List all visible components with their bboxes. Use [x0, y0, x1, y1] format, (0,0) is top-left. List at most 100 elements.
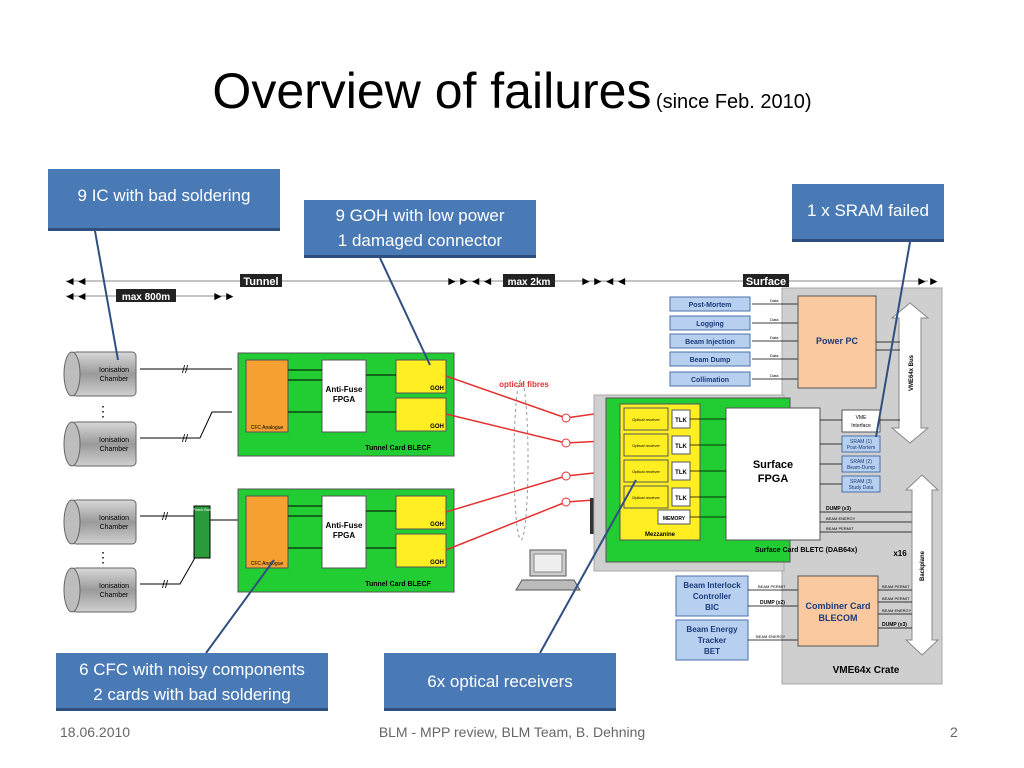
backplane-label: Backplane — [920, 550, 926, 581]
optical-receiver-3: Optical receiver — [632, 469, 660, 474]
sram3-line1: SRAM (3) — [850, 479, 872, 485]
surface-card: Optical receiver Optical receiver Optica… — [605, 397, 857, 563]
bic-line2: Controller — [693, 592, 731, 601]
distance-scale: ◄◄ ►► ◄◄ ►► ►►◄◄ ►►◄◄ Tunnel max 800m ma… — [64, 274, 940, 303]
label-max800: max 800m — [122, 292, 170, 303]
callout-pointers — [94, 230, 911, 654]
sram2-line1: SRAM (2) — [850, 459, 872, 465]
goh-2a: GOH — [430, 522, 444, 528]
beam-energy-label: BEAM ENERGY — [826, 516, 856, 521]
side-menu: Post-Mortem Logging Beam Injection Beam … — [669, 296, 798, 387]
svg-text:⋮: ⋮ — [96, 403, 110, 419]
tlk-2: TLK — [675, 444, 687, 450]
ic2-line2: Chamber — [100, 446, 129, 453]
memory-label: MEMORY — [663, 516, 686, 522]
menu-beam-dump: Beam Dump — [690, 357, 731, 364]
cfc-label-2: CFC Analogue — [251, 561, 284, 567]
ic3-line2: Chamber — [100, 524, 129, 531]
combiner-line1: Combiner Card — [805, 601, 870, 611]
tlk-4: TLK — [675, 496, 687, 502]
callout-cfc-line1: 6 CFC with noisy components — [79, 660, 305, 679]
fpga-1-line1: Anti-Fuse — [326, 385, 363, 394]
ic4-line1: Ionisation — [99, 583, 129, 590]
tlk-3: TLK — [675, 470, 687, 476]
svg-text:►►: ►► — [916, 274, 940, 288]
surface-fpga-line2: FPGA — [758, 473, 789, 485]
callout-sram-text: 1 x SRAM failed — [807, 201, 929, 220]
combiner-beam-energy: BEAM ENERGY — [882, 608, 912, 613]
tlk-1: TLK — [675, 418, 687, 424]
bic-dump-x2: DUMP (x2) — [760, 600, 785, 606]
callout-cfc: 6 CFC with noisy components 2 cards with… — [56, 653, 328, 711]
data-label-5: Data — [770, 373, 779, 378]
ionisation-chambers: Ionisation Chamber ⋮ Ionisation Chamber … — [63, 351, 238, 613]
menu-beam-injection: Beam Injection — [685, 339, 735, 346]
ic3-line1: Ionisation — [99, 515, 129, 522]
label-tunnel: Tunnel — [243, 276, 278, 288]
svg-text:◄◄: ◄◄ — [64, 274, 88, 288]
bet-line3: BET — [704, 647, 720, 656]
tunnel-card-1: CFC Analogue Anti-Fuse FPGA GOH GOH Tunn… — [237, 352, 455, 457]
slide-title: Overview of failures (since Feb. 2010) — [0, 62, 1024, 120]
callout-sram: 1 x SRAM failed — [792, 184, 944, 242]
mezzanine-label: Mezzanine — [645, 532, 676, 538]
bic-beam-permit: BEAM PERMIT — [758, 584, 786, 589]
power-pc-label: Power PC — [816, 336, 859, 346]
callout-goh-line2: 1 damaged connector — [337, 231, 503, 250]
bic-line1: Beam Interlock — [683, 581, 741, 590]
footer-page: 2 — [950, 724, 958, 740]
svg-text://: // — [162, 511, 169, 523]
tunnel-card-2: CFC Analogue Anti-Fuse FPGA GOH GOH Tunn… — [237, 488, 455, 593]
patch-box-label: Patch Box — [193, 507, 211, 512]
power-pc-box — [797, 295, 877, 389]
goh-1b: GOH — [430, 424, 444, 430]
optical-receiver-4: Optical receiver — [632, 495, 660, 500]
svg-text:►►◄◄: ►►◄◄ — [446, 274, 494, 288]
svg-text:⋮: ⋮ — [96, 549, 110, 565]
bic-bet: Beam Interlock Controller BIC Beam Energ… — [675, 575, 798, 661]
menu-post-mortem: Post-Mortem — [689, 302, 732, 309]
goh-1a: GOH — [430, 386, 444, 392]
combiner-beam-permit-2: BEAM PERMIT — [882, 596, 910, 601]
fpga-2-line2: FPGA — [333, 531, 355, 540]
label-max2km: max 2km — [508, 277, 551, 288]
ionisation-chamber-3: Ionisation Chamber — [63, 499, 137, 545]
backplane: Backplane — [904, 474, 940, 656]
footer-center: BLM - MPP review, BLM Team, B. Dehning — [378, 724, 646, 740]
menu-collimation: Collimation — [691, 377, 729, 384]
surface-fpga-line1: Surface — [753, 459, 793, 471]
svg-text:◄◄: ◄◄ — [64, 289, 88, 303]
sram2-line2: Beam-Dump — [847, 465, 875, 471]
bet-beam-energy: BEAM ENERGY — [756, 634, 786, 639]
footer-date: 18.06.2010 — [60, 724, 131, 740]
fpga-2-line1: Anti-Fuse — [326, 521, 363, 530]
bic-line3: BIC — [705, 603, 719, 612]
sram3-line2: Study Data — [849, 485, 874, 491]
surface-outputs: DUMP (x3) BEAM ENERGY BEAM PERMIT x16 — [820, 506, 916, 558]
vme-bus-label: VME64x Bus — [909, 354, 915, 391]
data-label-2: Data — [770, 317, 779, 322]
combiner-line2: BLECOM — [819, 613, 858, 623]
svg-text://: // — [182, 433, 189, 445]
data-label-4: Data — [770, 353, 779, 358]
callout-goh: 9 GOH with low power 1 damaged connector — [304, 200, 536, 258]
ionisation-chamber-2: Ionisation Chamber — [63, 421, 137, 467]
ic1-line1: Ionisation — [99, 367, 129, 374]
bet-line2: Tracker — [698, 636, 726, 645]
title-main: Overview of failures — [212, 63, 652, 119]
callout-cfc-line2: 2 cards with bad soldering — [93, 685, 291, 704]
ic1-line2: Chamber — [100, 376, 129, 383]
optical-receiver-1: Optical receiver — [632, 417, 660, 422]
optical-receiver-2: Optical receiver — [632, 443, 660, 448]
label-surface: Surface — [746, 276, 786, 288]
ionisation-chamber-1: Ionisation Chamber — [63, 351, 137, 397]
vme-crate-label: VME64x Crate — [833, 665, 900, 676]
sram1-line1: SRAM (1) — [850, 439, 872, 445]
ionisation-chamber-4: Ionisation Chamber — [63, 567, 137, 613]
data-label-1: Data — [770, 298, 779, 303]
laptop-icon — [515, 498, 600, 591]
bet-line1: Beam Energy — [686, 625, 738, 634]
callout-optical-text: 6x optical receivers — [427, 672, 573, 691]
svg-text://: // — [162, 579, 169, 591]
